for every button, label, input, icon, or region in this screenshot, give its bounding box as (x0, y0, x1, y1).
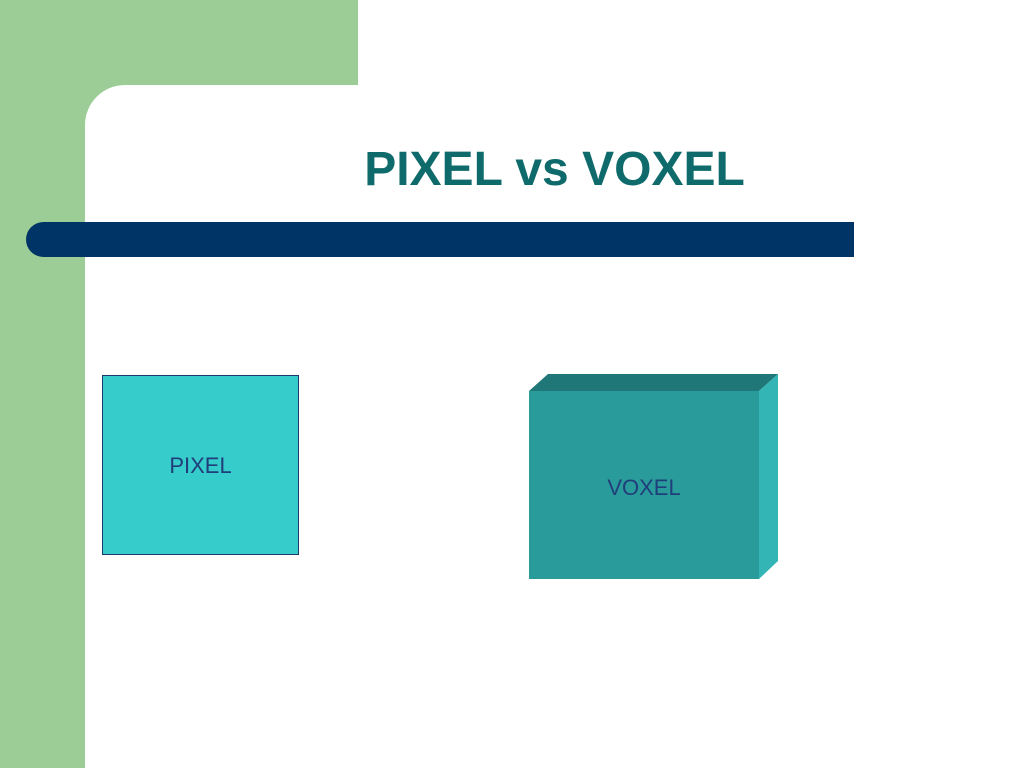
voxel-front-face (529, 391, 759, 579)
voxel-label: VOXEL (607, 475, 680, 500)
slide-title: PIXEL vs VOXEL (364, 143, 745, 196)
voxel-cube-shape: VOXEL (529, 374, 778, 579)
voxel-top-face (529, 374, 778, 391)
title-underline-bar (26, 222, 854, 257)
pixel-square-shape: PIXEL (102, 375, 299, 555)
pixel-label: PIXEL (169, 453, 232, 478)
voxel-side-face (759, 374, 778, 579)
